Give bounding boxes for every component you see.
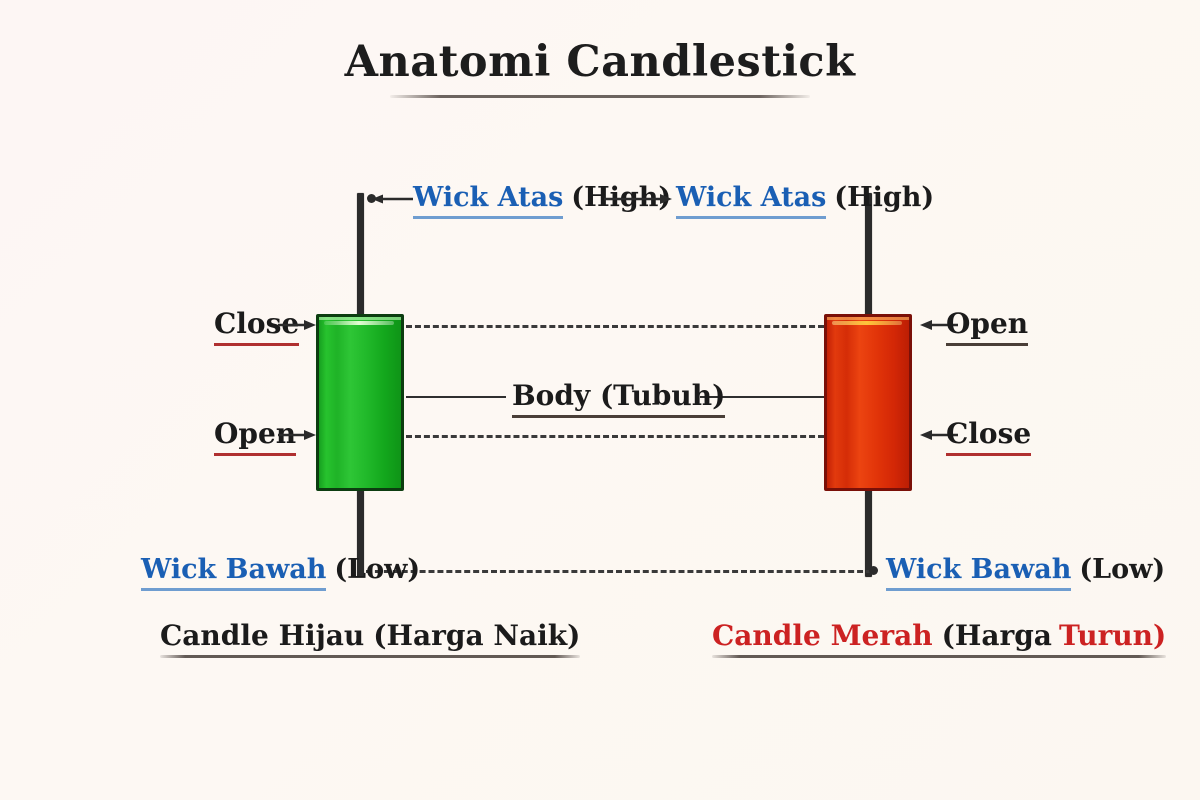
- red-body-highlight: [832, 321, 902, 325]
- green-caption-name: Candle Hijau: [160, 619, 365, 652]
- red-close-arrow: [920, 430, 958, 440]
- red-lower-wick: [865, 487, 872, 577]
- wick-low-right-gloss: (Low): [1079, 554, 1166, 585]
- wick-low-left-gloss: (Low): [334, 554, 421, 585]
- title-underline: [390, 95, 810, 99]
- red-caption-underline: [712, 655, 1167, 658]
- green-body-highlight: [324, 321, 394, 325]
- wick-low-right-label: Wick Bawah(Low): [886, 554, 1166, 591]
- green-candle-body: [316, 314, 404, 491]
- green-high-anchor-dot: [367, 194, 376, 203]
- green-close-label: Close: [214, 307, 300, 346]
- red-caption-name: Candle Merah: [712, 619, 933, 652]
- wick-high-left-label: Wick Atas(High): [413, 182, 672, 219]
- wick-high-right-gloss: (High): [834, 182, 935, 213]
- red-open-label: Open: [946, 307, 1029, 346]
- red-open-text: Open: [946, 307, 1029, 346]
- red-upper-wick: [865, 193, 872, 318]
- green-open-label: Open: [214, 417, 297, 456]
- page-title-text: Anatomi Candlestick: [344, 37, 856, 87]
- wick-high-left-term: Wick Atas: [413, 182, 564, 219]
- wick-high-left-arrow: [372, 194, 413, 204]
- lower-level-connector: [406, 435, 824, 438]
- green-close-arrow: [278, 320, 316, 330]
- wick-low-left-term: Wick Bawah: [141, 554, 327, 591]
- green-lower-wick: [357, 487, 364, 577]
- red-candle-body: [824, 314, 912, 491]
- wick-low-right-term: Wick Bawah: [886, 554, 1072, 591]
- wick-high-right-term: Wick Atas: [676, 182, 827, 219]
- red-low-anchor-dot: [869, 566, 878, 575]
- red-close-text: Close: [946, 417, 1032, 456]
- red-caption-meaning-open: (Harga: [941, 619, 1052, 652]
- body-leader-left: [406, 396, 506, 398]
- green-open-arrow: [278, 430, 316, 440]
- page-title: Anatomi Candlestick: [0, 37, 1200, 99]
- green-candle-caption: Candle Hijau(Harga Naik): [160, 619, 581, 658]
- red-caption-meaning-accent: Turun): [1058, 619, 1167, 652]
- wick-high-right-label: Wick Atas(High): [676, 182, 935, 219]
- wick-low-left-label: Wick Bawah(Low): [141, 554, 421, 591]
- upper-level-connector: [406, 325, 824, 328]
- low-level-connector: [366, 570, 872, 573]
- green-close-text: Close: [214, 307, 300, 346]
- red-open-arrow: [920, 320, 958, 330]
- wick-high-right-arrow: [604, 194, 672, 204]
- green-upper-wick: [357, 193, 364, 318]
- body-label: Body (Tubuh): [512, 379, 726, 418]
- green-caption-underline: [160, 655, 581, 658]
- wick-high-left-gloss: (High): [571, 182, 672, 213]
- body-label-text: Body (Tubuh): [512, 379, 726, 418]
- green-open-text: Open: [214, 417, 297, 456]
- red-close-label: Close: [946, 417, 1032, 456]
- body-leader-right: [700, 396, 824, 398]
- green-caption-meaning: (Harga Naik): [373, 619, 581, 652]
